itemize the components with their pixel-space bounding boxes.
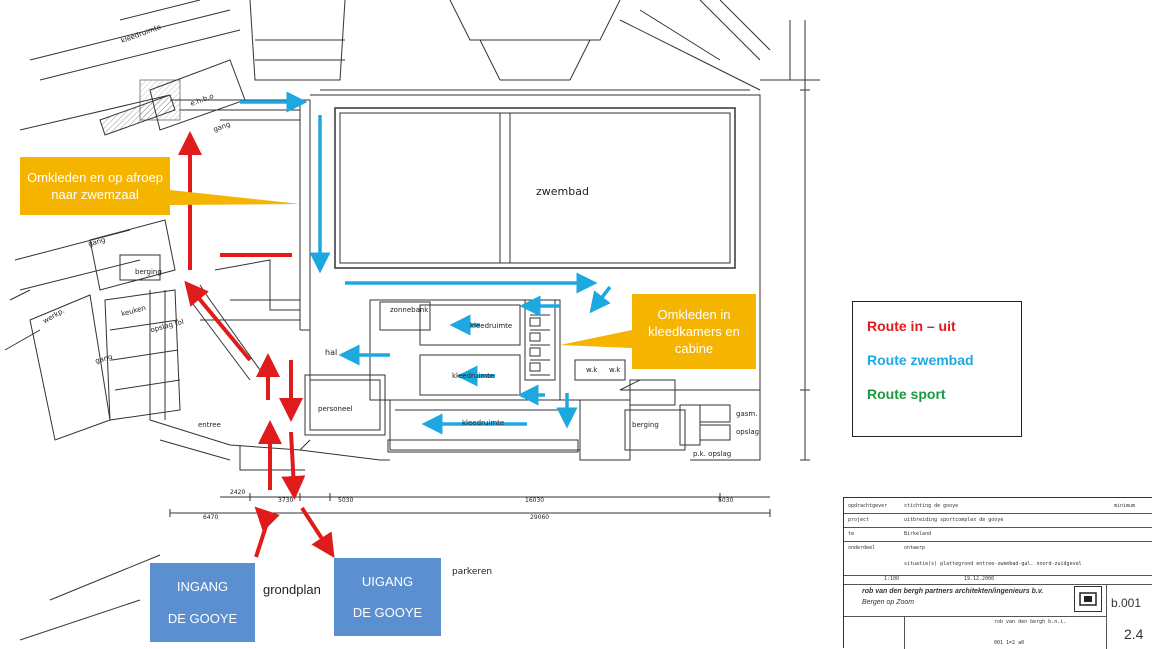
red-arrow [281, 431, 306, 500]
callout-omkleden-zwemzaal: Omkleden en op afroep naar zwemzaal [20, 157, 170, 215]
uitgang-box: UIGANG DE GOOYE [334, 558, 441, 636]
red-arrow [184, 280, 252, 362]
tb-minimum: minimum [1114, 503, 1136, 509]
room-label-kleedruimte-1: kleedruimte [470, 322, 513, 330]
tb-datum: 19.12.2000 [964, 576, 995, 582]
room-label-berging-left: berging [135, 268, 162, 276]
red-arrow [254, 506, 280, 532]
uitgang-line2: DE GOOYE [352, 605, 423, 620]
tb-logo [1074, 586, 1102, 612]
tb-onderdeel-label: onderdeel [848, 545, 876, 551]
uitgang-line1: UIGANG [361, 574, 414, 589]
room-label-wk-2: w.k [609, 366, 621, 374]
tb-onderdeel-value: ontwerp [904, 545, 926, 551]
tb-project-value: uitbreiding sportcomplex de gooye [904, 517, 1004, 523]
legend-route-in-uit: Route in – uit [867, 318, 956, 334]
room-label-kleedruimte-2: kleedruimte [452, 372, 495, 380]
grondplan-label: grondplan [263, 582, 321, 597]
room-label-zwembad: zwembad [536, 185, 589, 198]
tb-opdrachtgever-label: opdrachtgever [848, 503, 888, 509]
dimension-label: 6470 [203, 514, 219, 521]
legend-route-zwembad: Route zwembad [867, 352, 974, 368]
tb-firm: rob van den bergh partners architekten/i… [862, 588, 1044, 595]
blue-arrow [589, 285, 612, 314]
tb-project-label: project [848, 517, 870, 523]
room-label-berging-right: berging [632, 421, 659, 429]
red-arrow [254, 519, 270, 558]
room-label-pk-opslag: p.k. opslag [693, 450, 732, 458]
dimension-label: 5030 [718, 497, 734, 504]
ingang-line1: INGANG [176, 579, 229, 595]
dimension-label: 5030 [338, 497, 354, 504]
room-label-entree: entree [198, 421, 221, 429]
drawing-title-block: opdrachtgever stichting de gooye minimum… [843, 497, 1152, 649]
room-label-opslag: opslag [736, 428, 760, 436]
callout-pointers [170, 190, 632, 348]
tb-nummer: b.001 [1111, 596, 1142, 610]
dimension-label: 3730 [278, 497, 294, 504]
room-label-personeel: personeel [318, 405, 353, 413]
route-in-uit-arrows [178, 131, 335, 559]
ingang-box: INGANG DE GOOYE [150, 563, 255, 642]
ingang-line2: DE GOOYE [167, 610, 238, 626]
tb-bottom-code: 001 1=2 a0 [994, 640, 1025, 646]
room-label-hal: hal [325, 348, 338, 357]
room-label-gasm: gasm. [736, 410, 758, 418]
room-label-wk-1: w.k [586, 366, 598, 374]
room-label-kleedruimte-3: kleedruimte [462, 419, 505, 427]
tb-te-label: te [848, 531, 855, 537]
parkeren-label: parkeren [452, 567, 493, 577]
dimension-label: 29060 [530, 514, 550, 521]
tb-bottom-name: rob van den bergh b.n.i. [994, 619, 1067, 625]
tb-schaal: 1:100 [884, 576, 900, 582]
tb-blad: 2.4 [1124, 626, 1144, 642]
dimension-label: 16030 [525, 497, 545, 504]
architect-logo-icon [1079, 592, 1097, 606]
route-legend: Route in – uit Route zwembad Route sport [852, 301, 1022, 437]
route-zwembad-arrows [240, 91, 612, 435]
callout-omkleden-kleedkamers: Omkleden in kleedkamers en cabine [632, 294, 756, 369]
tb-opdrachtgever-value: stichting de gooye [904, 503, 959, 509]
room-label-zonnebank: zonnebank [390, 306, 429, 314]
tb-tekening: situatie(s) plattegrond entree-zwembad-g… [904, 561, 1082, 567]
tb-te-value: Birkeland [904, 531, 932, 537]
dimension-label: 2420 [230, 489, 246, 496]
legend-route-sport: Route sport [867, 386, 946, 402]
red-arrow [300, 506, 335, 559]
tb-city: Bergen op Zoom [862, 599, 915, 606]
